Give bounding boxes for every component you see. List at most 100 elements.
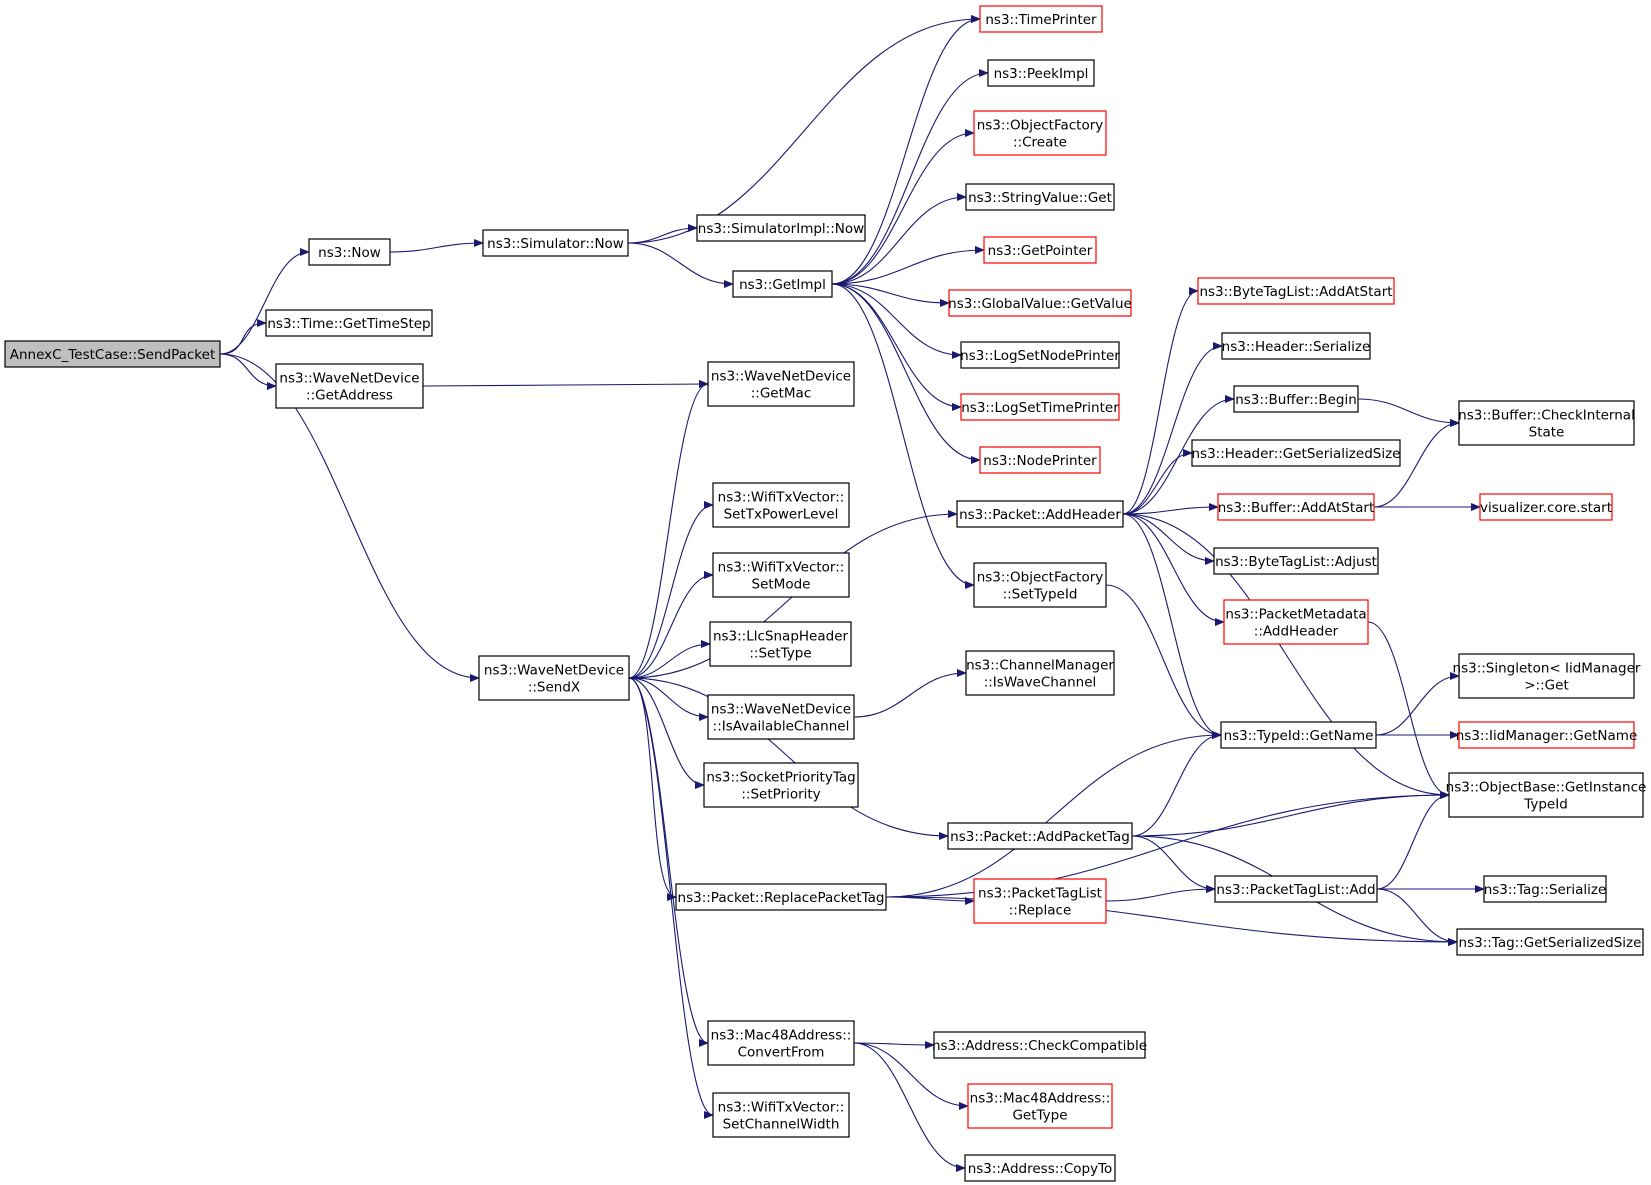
function-node[interactable]: ns3::Time::GetTimeStep bbox=[265, 309, 433, 337]
node-label: ns3::Mac48Address:: bbox=[970, 1091, 1111, 1107]
call-edge bbox=[1122, 395, 1235, 515]
function-node[interactable]: ns3::Mac48Address::GetType bbox=[967, 1083, 1113, 1129]
node-label: ns3::PacketTagList bbox=[978, 886, 1102, 902]
node-box bbox=[979, 5, 1103, 33]
function-node[interactable]: ns3::TypeId::GetName bbox=[1220, 721, 1377, 749]
node-box bbox=[712, 552, 850, 598]
node-label: ::GetAddress bbox=[306, 388, 393, 404]
function-node[interactable]: ns3::ByteTagList::Adjust bbox=[1213, 547, 1379, 575]
call-edge bbox=[219, 353, 277, 390]
function-node[interactable]: ns3::WaveNetDevice::GetMac bbox=[707, 361, 855, 407]
function-node[interactable]: ns3::PacketMetadata::AddHeader bbox=[1223, 599, 1369, 645]
node-box bbox=[973, 110, 1107, 156]
node-box bbox=[1221, 332, 1371, 360]
function-node[interactable]: ns3::IidManager::GetName bbox=[1456, 721, 1638, 749]
call-edge bbox=[831, 283, 981, 464]
node-box bbox=[707, 694, 855, 740]
call-edge bbox=[628, 677, 705, 789]
call-edge bbox=[627, 224, 698, 244]
function-node[interactable]: ns3::PacketTagList::Add bbox=[1214, 875, 1378, 903]
function-node[interactable]: ns3::Packet::AddPacketTag bbox=[947, 822, 1133, 850]
call-edge bbox=[628, 380, 709, 679]
function-node[interactable]: ns3::WaveNetDevice::SendX bbox=[478, 655, 630, 701]
function-node[interactable]: ns3::Buffer::AddAtStart bbox=[1217, 493, 1375, 521]
node-box bbox=[933, 1031, 1146, 1059]
function-node[interactable]: ns3::SimulatorImpl::Now bbox=[696, 214, 866, 242]
node-box bbox=[1213, 547, 1379, 575]
node-box bbox=[265, 309, 433, 337]
call-edge bbox=[1367, 621, 1450, 799]
node-box bbox=[732, 270, 833, 298]
call-edge bbox=[1105, 885, 1216, 902]
function-node[interactable]: ns3::NodePrinter bbox=[979, 446, 1101, 474]
function-node[interactable]: ns3::TimePrinter bbox=[979, 5, 1103, 33]
function-node[interactable]: ns3::Tag::Serialize bbox=[1483, 875, 1607, 903]
function-node[interactable]: ns3::Packet::ReplacePacketTag bbox=[675, 883, 887, 911]
node-box bbox=[1448, 772, 1644, 818]
function-node[interactable]: ns3::WifiTxVector::SetChannelWidth bbox=[712, 1092, 850, 1138]
call-edge bbox=[1122, 513, 1450, 799]
node-box bbox=[960, 341, 1120, 369]
node-box bbox=[1214, 875, 1378, 903]
node-box bbox=[4, 340, 221, 368]
node-label: ns3::Buffer::Begin bbox=[1235, 392, 1357, 408]
function-node[interactable]: ns3::Buffer::Begin bbox=[1233, 385, 1359, 413]
node-label: ::SetTypeId bbox=[1003, 587, 1078, 603]
node-box bbox=[964, 1154, 1116, 1182]
node-label: ns3::Buffer::AddAtStart bbox=[1218, 500, 1375, 516]
function-node[interactable]: ns3::ByteTagList::AddAtStart bbox=[1197, 277, 1395, 305]
function-node[interactable]: ns3::WifiTxVector::SetMode bbox=[712, 552, 850, 598]
call-edge bbox=[628, 677, 709, 721]
node-label: ns3::ObjectFactory bbox=[977, 570, 1104, 586]
node-label: >::Get bbox=[1524, 678, 1568, 694]
function-node[interactable]: ns3::PacketTagList::Replace bbox=[973, 878, 1107, 924]
root-function-node[interactable]: AnnexC_TestCase::SendPacket bbox=[4, 340, 221, 368]
call-edge bbox=[627, 242, 734, 288]
function-node[interactable]: ns3::GlobalValue::GetValue bbox=[948, 289, 1132, 317]
node-label: ns3::IidManager::GetName bbox=[1456, 728, 1638, 744]
node-label: ns3::Mac48Address:: bbox=[711, 1028, 852, 1044]
function-node[interactable]: ns3::Packet::AddHeader bbox=[956, 500, 1124, 528]
node-label: ::IsAvailableChannel bbox=[713, 719, 850, 735]
call-edge bbox=[1357, 398, 1460, 427]
function-node[interactable]: ns3::Mac48Address::ConvertFrom bbox=[707, 1020, 855, 1066]
node-box bbox=[1456, 928, 1644, 956]
function-node[interactable]: ns3::PeekImpl bbox=[987, 59, 1095, 87]
call-edge bbox=[389, 239, 484, 253]
function-node[interactable]: ns3::ObjectFactory::SetTypeId bbox=[973, 562, 1107, 608]
function-node[interactable]: ns3::Now bbox=[308, 238, 391, 266]
function-node[interactable]: ns3::Tag::GetSerializedSize bbox=[1456, 928, 1644, 956]
node-label: ns3::GetImpl bbox=[739, 277, 826, 293]
function-node[interactable]: ns3::LlcSnapHeader::SetType bbox=[709, 621, 852, 667]
node-box bbox=[983, 236, 1097, 264]
function-node[interactable]: ns3::WaveNetDevice::IsAvailableChannel bbox=[707, 694, 855, 740]
call-edge bbox=[831, 193, 967, 285]
call-edge bbox=[885, 731, 1222, 898]
node-label: ns3::Packet::AddHeader bbox=[959, 507, 1121, 523]
function-node[interactable]: ns3::StringValue::Get bbox=[965, 183, 1115, 211]
function-node[interactable]: ns3::Singleton< IidManager>::Get bbox=[1453, 653, 1641, 699]
function-node[interactable]: ns3::ChannelManager::IsWaveChannel bbox=[965, 650, 1115, 696]
node-label: ns3::Simulator::Now bbox=[487, 236, 624, 252]
call-edge bbox=[853, 1042, 969, 1110]
call-edge bbox=[628, 501, 714, 679]
function-node[interactable]: ns3::ObjectFactory::Create bbox=[973, 110, 1107, 156]
function-node[interactable]: ns3::LogSetTimePrinter bbox=[960, 393, 1120, 421]
function-node[interactable]: ns3::Simulator::Now bbox=[482, 229, 629, 257]
function-node[interactable]: ns3::GetImpl bbox=[732, 270, 833, 298]
function-node[interactable]: ns3::SocketPriorityTag::SetPriority bbox=[703, 762, 859, 808]
function-node[interactable]: ns3::Header::Serialize bbox=[1221, 332, 1371, 360]
node-label: ::SetType bbox=[749, 646, 811, 662]
function-node[interactable]: ns3::LogSetNodePrinter bbox=[960, 341, 1120, 369]
function-node[interactable]: ns3::Address::CheckCompatible bbox=[932, 1031, 1147, 1059]
function-node[interactable]: ns3::WaveNetDevice::GetAddress bbox=[275, 363, 424, 409]
function-node[interactable]: ns3::GetPointer bbox=[983, 236, 1097, 264]
function-node[interactable]: ns3::Address::CopyTo bbox=[964, 1154, 1116, 1182]
function-node[interactable]: visualizer.core.start bbox=[1479, 493, 1613, 521]
function-node[interactable]: ns3::Header::GetSerializedSize bbox=[1191, 439, 1401, 467]
call-edge bbox=[628, 677, 709, 1047]
function-node[interactable]: ns3::WifiTxVector::SetTxPowerLevel bbox=[712, 482, 850, 528]
call-edge bbox=[1122, 513, 1215, 565]
